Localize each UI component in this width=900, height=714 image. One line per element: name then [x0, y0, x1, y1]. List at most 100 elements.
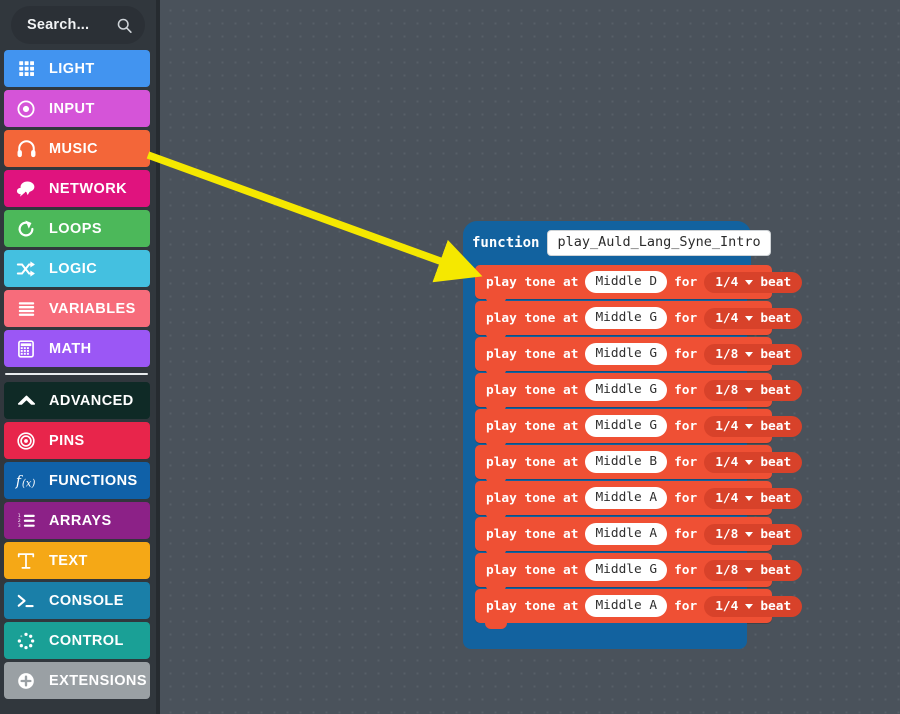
sidebar-item-variables[interactable]: VARIABLES [4, 290, 150, 327]
play-tone-block[interactable]: play tone at Middle A for 1/4 beat [475, 481, 803, 519]
sidebar-item-extensions[interactable]: EXTENSIONS [4, 662, 150, 699]
block-label-prefix: play tone at [486, 346, 579, 362]
headphones-icon [15, 138, 37, 160]
function-header[interactable]: function play_Auld_Lang_Syne_Intro [463, 221, 771, 266]
block-label-for: for [674, 382, 698, 398]
note-field[interactable]: Middle G [585, 379, 668, 401]
block-label-prefix: play tone at [486, 310, 579, 326]
sidebar-item-music[interactable]: MUSIC [4, 130, 150, 167]
sidebar-item-label: MUSIC [49, 140, 98, 157]
sidebar-item-advanced[interactable]: ADVANCED [4, 382, 150, 419]
sidebar-item-network[interactable]: NETWORK [4, 170, 150, 207]
sidebar-item-label: LOOPS [49, 220, 103, 237]
beat-value: 1/4 [715, 454, 739, 470]
note-field[interactable]: Middle A [585, 487, 668, 509]
note-field[interactable]: Middle G [585, 559, 668, 581]
block-label-for: for [674, 454, 698, 470]
svg-text:1: 1 [17, 513, 20, 519]
sidebar-item-math[interactable]: MATH [4, 330, 150, 367]
concentric-circles-icon [15, 430, 37, 452]
beat-value: 1/8 [715, 526, 739, 542]
block-label-prefix: play tone at [486, 490, 579, 506]
function-name-field[interactable]: play_Auld_Lang_Syne_Intro [547, 230, 771, 256]
search-icon [116, 17, 133, 34]
sidebar-item-logic[interactable]: LOGIC [4, 250, 150, 287]
function-footer [463, 623, 747, 649]
sidebar-item-label: TEXT [49, 552, 88, 569]
chevron-down-icon [745, 567, 754, 573]
note-field[interactable]: Middle G [585, 307, 668, 329]
block-label-for: for [674, 526, 698, 542]
sidebar-item-control[interactable]: CONTROL [4, 622, 150, 659]
note-field[interactable]: Middle A [585, 595, 668, 617]
sidebar-item-label: CONTROL [49, 632, 124, 649]
block-label-prefix: play tone at [486, 454, 579, 470]
chevron-down-icon [745, 279, 754, 285]
block-label-for: for [674, 490, 698, 506]
grid-dots-icon [15, 58, 37, 80]
beat-value: 1/4 [715, 490, 739, 506]
beat-unit-label: beat [760, 526, 792, 542]
plus-circle-icon [15, 670, 37, 692]
sidebar-item-label: ARRAYS [49, 512, 112, 529]
chevron-down-icon [745, 423, 754, 429]
chevron-down-icon [745, 315, 754, 321]
beat-duration-dropdown[interactable]: 1/4 beat [704, 487, 803, 509]
block-label-prefix: play tone at [486, 274, 579, 290]
beat-duration-dropdown[interactable]: 1/8 beat [704, 523, 803, 545]
search-input[interactable]: Search... [11, 6, 145, 44]
sidebar-item-label: MATH [49, 340, 92, 357]
search-placeholder: Search... [27, 17, 90, 33]
sidebar-item-label: VARIABLES [49, 300, 136, 317]
block-label-prefix: play tone at [486, 382, 579, 398]
chevron-down-icon [745, 351, 754, 357]
block-label-for: for [674, 274, 698, 290]
sidebar-item-text[interactable]: TEXT [4, 542, 150, 579]
sidebar-item-functions[interactable]: f(x)FUNCTIONS [4, 462, 150, 499]
block-label-prefix: play tone at [486, 562, 579, 578]
sidebar-item-pins[interactable]: PINS [4, 422, 150, 459]
beat-value: 1/8 [715, 346, 739, 362]
sidebar-item-label: CONSOLE [49, 592, 124, 609]
note-field[interactable]: Middle A [585, 523, 668, 545]
sidebar-item-label: NETWORK [49, 180, 128, 197]
beat-unit-label: beat [760, 490, 792, 506]
function-keyword: function [472, 235, 540, 251]
speech-bubbles-icon [15, 178, 37, 200]
beat-value: 1/4 [715, 310, 739, 326]
sidebar-item-console[interactable]: CONSOLE [4, 582, 150, 619]
note-field[interactable]: Middle B [585, 451, 668, 473]
note-field[interactable]: Middle G [585, 343, 668, 365]
note-field[interactable]: Middle D [585, 271, 668, 293]
sidebar-item-light[interactable]: LIGHT [4, 50, 150, 87]
beat-unit-label: beat [760, 274, 792, 290]
sidebar-item-input[interactable]: INPUT [4, 90, 150, 127]
function-definition-block[interactable]: function play_Auld_Lang_Syne_Intro play … [463, 221, 803, 649]
chevron-down-icon [745, 459, 754, 465]
beat-value: 1/4 [715, 598, 739, 614]
note-field[interactable]: Middle G [585, 415, 668, 437]
sidebar-item-loops[interactable]: LOOPS [4, 210, 150, 247]
